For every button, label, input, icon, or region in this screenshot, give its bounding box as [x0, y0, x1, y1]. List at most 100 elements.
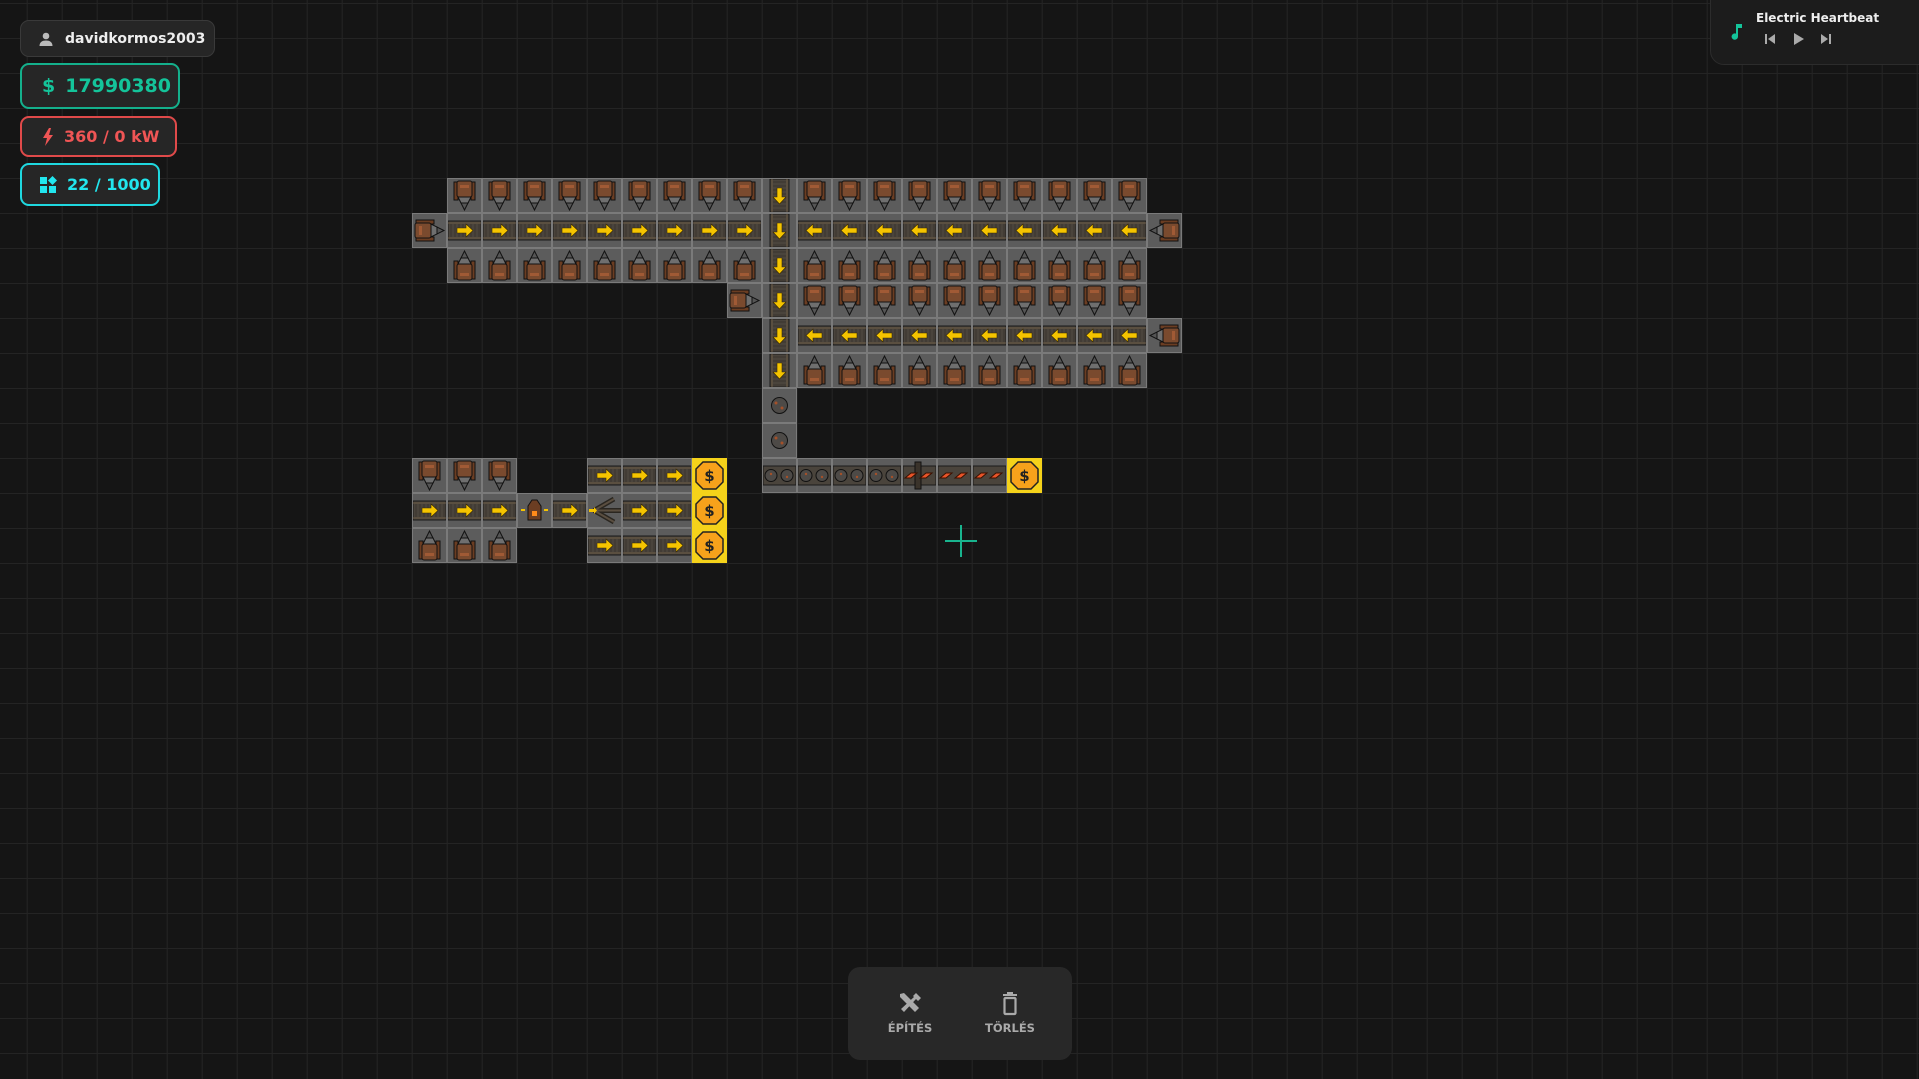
drill-tile[interactable]	[656, 248, 692, 283]
drill-tile[interactable]	[586, 178, 622, 213]
drill-tile[interactable]	[446, 458, 482, 493]
drill-tile[interactable]	[1006, 178, 1042, 213]
conveyor-tile[interactable]	[901, 318, 937, 353]
previous-track-icon[interactable]	[1764, 33, 1776, 45]
conveyor-tile[interactable]	[761, 353, 797, 388]
ore-conveyor-tile[interactable]	[831, 458, 867, 493]
conveyor-tile[interactable]	[761, 248, 797, 283]
drill-tile[interactable]	[516, 178, 552, 213]
conveyor-tile[interactable]	[831, 213, 867, 248]
conveyor-tile[interactable]	[1111, 213, 1147, 248]
drill-tile[interactable]	[1076, 178, 1112, 213]
drill-tile[interactable]	[971, 283, 1007, 318]
drill-tile[interactable]	[1006, 283, 1042, 318]
conveyor-tile[interactable]	[761, 178, 797, 213]
drill-tile[interactable]	[726, 283, 762, 318]
conveyor-tile[interactable]	[936, 213, 972, 248]
drill-tile[interactable]	[831, 248, 867, 283]
conveyor-tile[interactable]	[1006, 213, 1042, 248]
conveyor-tile[interactable]	[446, 213, 482, 248]
drill-tile[interactable]	[1111, 283, 1147, 318]
drill-tile[interactable]	[656, 178, 692, 213]
conveyor-tile[interactable]	[726, 213, 762, 248]
splitter-tile[interactable]	[586, 493, 622, 528]
drill-tile[interactable]	[971, 353, 1007, 388]
drill-tile[interactable]	[796, 283, 832, 318]
drill-tile[interactable]	[621, 178, 657, 213]
furnace-tile[interactable]	[516, 493, 552, 528]
drill-tile[interactable]	[866, 178, 902, 213]
conveyor-tile[interactable]	[481, 213, 517, 248]
drill-tile[interactable]	[936, 353, 972, 388]
conveyor-tile[interactable]	[481, 493, 517, 528]
drill-tile[interactable]	[936, 178, 972, 213]
drill-tile[interactable]	[446, 528, 482, 563]
conveyor-tile[interactable]	[866, 213, 902, 248]
seller-tile[interactable]: $	[691, 458, 727, 493]
conveyor-tile[interactable]	[796, 318, 832, 353]
conveyor-tile[interactable]	[796, 213, 832, 248]
conveyor-tile[interactable]	[1006, 318, 1042, 353]
conveyor-tile[interactable]	[621, 528, 657, 563]
drill-tile[interactable]	[936, 248, 972, 283]
drill-tile[interactable]	[1006, 248, 1042, 283]
drill-tile[interactable]	[691, 178, 727, 213]
conveyor-tile[interactable]	[586, 213, 622, 248]
drill-tile[interactable]	[551, 248, 587, 283]
seller-tile[interactable]: $	[1006, 458, 1042, 493]
conveyor-tile[interactable]	[1076, 318, 1112, 353]
conveyor-tile[interactable]	[621, 213, 657, 248]
drill-tile[interactable]	[411, 213, 447, 248]
conveyor-tile[interactable]	[691, 213, 727, 248]
conveyor-tile[interactable]	[516, 213, 552, 248]
drill-tile[interactable]	[796, 178, 832, 213]
conveyor-tile[interactable]	[586, 458, 622, 493]
conveyor-tile[interactable]	[551, 213, 587, 248]
conveyor-tile[interactable]	[971, 213, 1007, 248]
drill-tile[interactable]	[936, 283, 972, 318]
conveyor-tile[interactable]	[656, 213, 692, 248]
delete-button[interactable]: TÖRLÉS	[970, 991, 1050, 1035]
drill-tile[interactable]	[866, 248, 902, 283]
drill-tile[interactable]	[971, 178, 1007, 213]
drill-tile[interactable]	[726, 178, 762, 213]
drill-tile[interactable]	[971, 248, 1007, 283]
conveyor-tile[interactable]	[656, 493, 692, 528]
conveyor-tile[interactable]	[551, 493, 587, 528]
drill-tile[interactable]	[446, 178, 482, 213]
drill-tile[interactable]	[1041, 283, 1077, 318]
conveyor-tile[interactable]	[621, 493, 657, 528]
ore-conveyor-tile[interactable]	[761, 423, 797, 458]
drill-tile[interactable]	[901, 248, 937, 283]
conveyor-tile[interactable]	[971, 318, 1007, 353]
conveyor-tile[interactable]	[411, 493, 447, 528]
conveyor-tile[interactable]	[446, 493, 482, 528]
conveyor-tile[interactable]	[656, 458, 692, 493]
drill-tile[interactable]	[796, 248, 832, 283]
smelter-conveyor-tile[interactable]	[901, 458, 937, 493]
drill-tile[interactable]	[901, 353, 937, 388]
conveyor-tile[interactable]	[761, 318, 797, 353]
drill-tile[interactable]	[481, 458, 517, 493]
drill-tile[interactable]	[1111, 178, 1147, 213]
drill-tile[interactable]	[1076, 283, 1112, 318]
drill-tile[interactable]	[411, 458, 447, 493]
drill-tile[interactable]	[866, 283, 902, 318]
drill-tile[interactable]	[1041, 178, 1077, 213]
drill-tile[interactable]	[691, 248, 727, 283]
drill-tile[interactable]	[726, 248, 762, 283]
drill-tile[interactable]	[481, 248, 517, 283]
conveyor-tile[interactable]	[1111, 318, 1147, 353]
drill-tile[interactable]	[901, 178, 937, 213]
drill-tile[interactable]	[1146, 213, 1182, 248]
build-button[interactable]: ÉPÍTÉS	[870, 991, 950, 1035]
drill-tile[interactable]	[446, 248, 482, 283]
drill-tile[interactable]	[551, 178, 587, 213]
conveyor-tile[interactable]	[901, 213, 937, 248]
conveyor-tile[interactable]	[761, 213, 797, 248]
drill-tile[interactable]	[1041, 353, 1077, 388]
ore-conveyor-tile[interactable]	[761, 388, 797, 423]
drill-tile[interactable]	[1146, 318, 1182, 353]
conveyor-tile[interactable]	[936, 318, 972, 353]
conveyor-tile[interactable]	[586, 528, 622, 563]
